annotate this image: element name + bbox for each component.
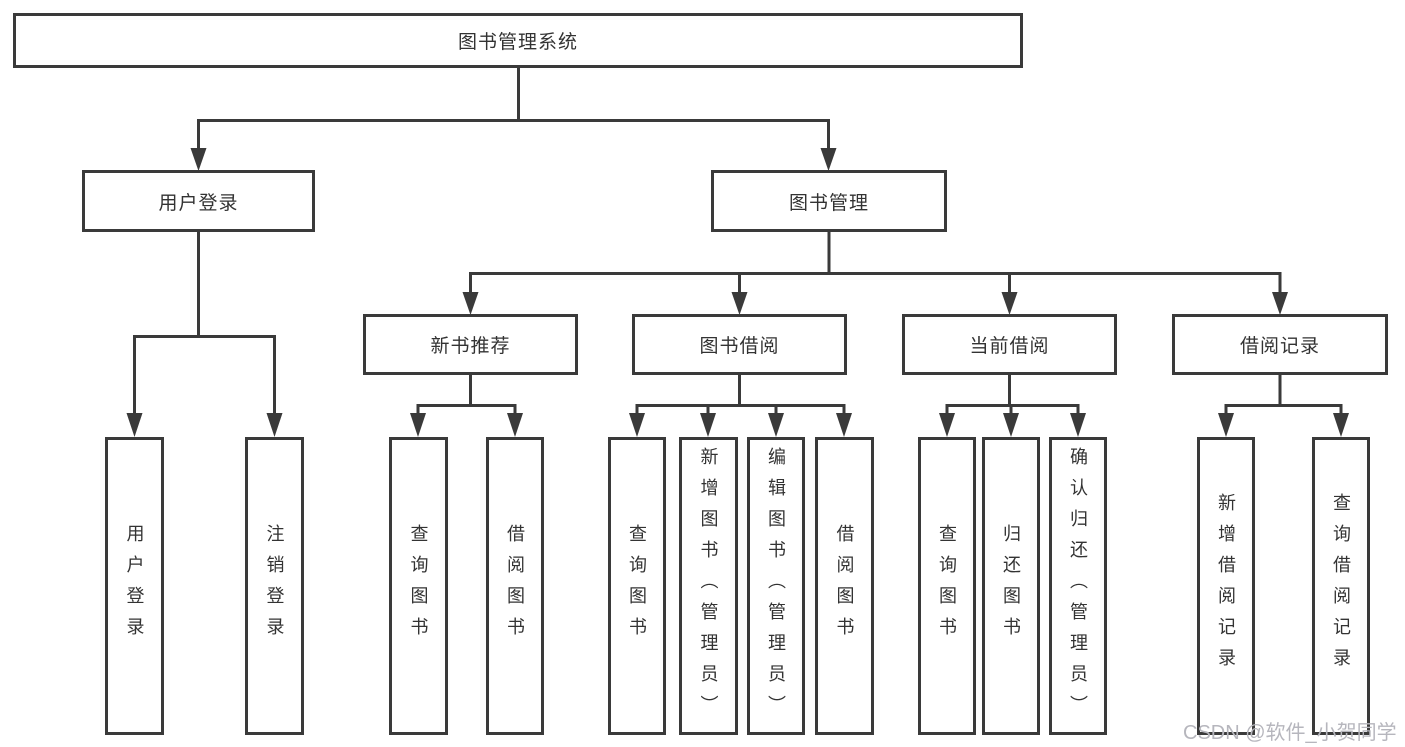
leaf-query-borrow-record-label: 查询借阅记录 [1331, 493, 1351, 679]
leaf-edit-books-admin-label: 编辑图书（管理员） [766, 446, 786, 726]
leaf-return-books: 归还图书 [982, 437, 1040, 735]
leaf-user-login-label: 用户登录 [124, 524, 145, 648]
node-new-book-recommend: 新书推荐 [363, 314, 578, 375]
leaf-query-books-current-label: 查询图书 [937, 524, 957, 648]
leaf-return-books-label: 归还图书 [1001, 524, 1021, 648]
leaf-add-borrow-record: 新增借阅记录 [1197, 437, 1255, 735]
node-current-borrow-label: 当前借阅 [969, 336, 1050, 357]
leaf-query-books-recommend-label: 查询图书 [408, 524, 429, 648]
leaf-logout-label: 注销登录 [264, 524, 285, 648]
leaf-add-books-admin-label: 新增图书（管理员） [698, 446, 719, 726]
node-book-borrow-label: 图书借阅 [699, 336, 780, 357]
node-current-borrow: 当前借阅 [902, 314, 1117, 375]
node-book-management: 图书管理 [711, 170, 947, 232]
leaf-query-books-borrow-label: 查询图书 [627, 524, 647, 648]
leaf-confirm-return-admin: 确认归还（管理员） [1049, 437, 1107, 735]
node-book-borrow: 图书借阅 [632, 314, 847, 375]
leaf-borrow-books-recommend: 借阅图书 [486, 437, 544, 735]
leaf-borrow-books-label: 借阅图书 [834, 524, 855, 648]
node-root-label: 图书管理系统 [457, 32, 578, 53]
leaf-add-borrow-record-label: 新增借阅记录 [1216, 493, 1236, 679]
leaf-query-borrow-record: 查询借阅记录 [1312, 437, 1370, 735]
node-borrow-records-label: 借阅记录 [1239, 336, 1320, 357]
node-user-login: 用户登录 [82, 170, 315, 232]
leaf-query-books-recommend: 查询图书 [389, 437, 448, 735]
leaf-user-login: 用户登录 [105, 437, 164, 735]
leaf-query-books-borrow: 查询图书 [608, 437, 666, 735]
node-root: 图书管理系统 [13, 13, 1023, 68]
leaf-confirm-return-admin-label: 确认归还（管理员） [1068, 446, 1088, 726]
leaf-logout: 注销登录 [245, 437, 304, 735]
watermark: CSDN @软件_小贺同学 [1183, 722, 1397, 744]
node-book-management-label: 图书管理 [788, 192, 869, 214]
leaf-add-books-admin: 新增图书（管理员） [679, 437, 738, 735]
node-new-book-recommend-label: 新书推荐 [430, 336, 511, 357]
leaf-borrow-books: 借阅图书 [815, 437, 874, 735]
leaf-edit-books-admin: 编辑图书（管理员） [747, 437, 805, 735]
leaf-query-books-current: 查询图书 [918, 437, 976, 735]
node-borrow-records: 借阅记录 [1172, 314, 1388, 375]
node-user-login-label: 用户登录 [158, 192, 239, 214]
leaf-borrow-books-recommend-label: 借阅图书 [505, 524, 525, 648]
